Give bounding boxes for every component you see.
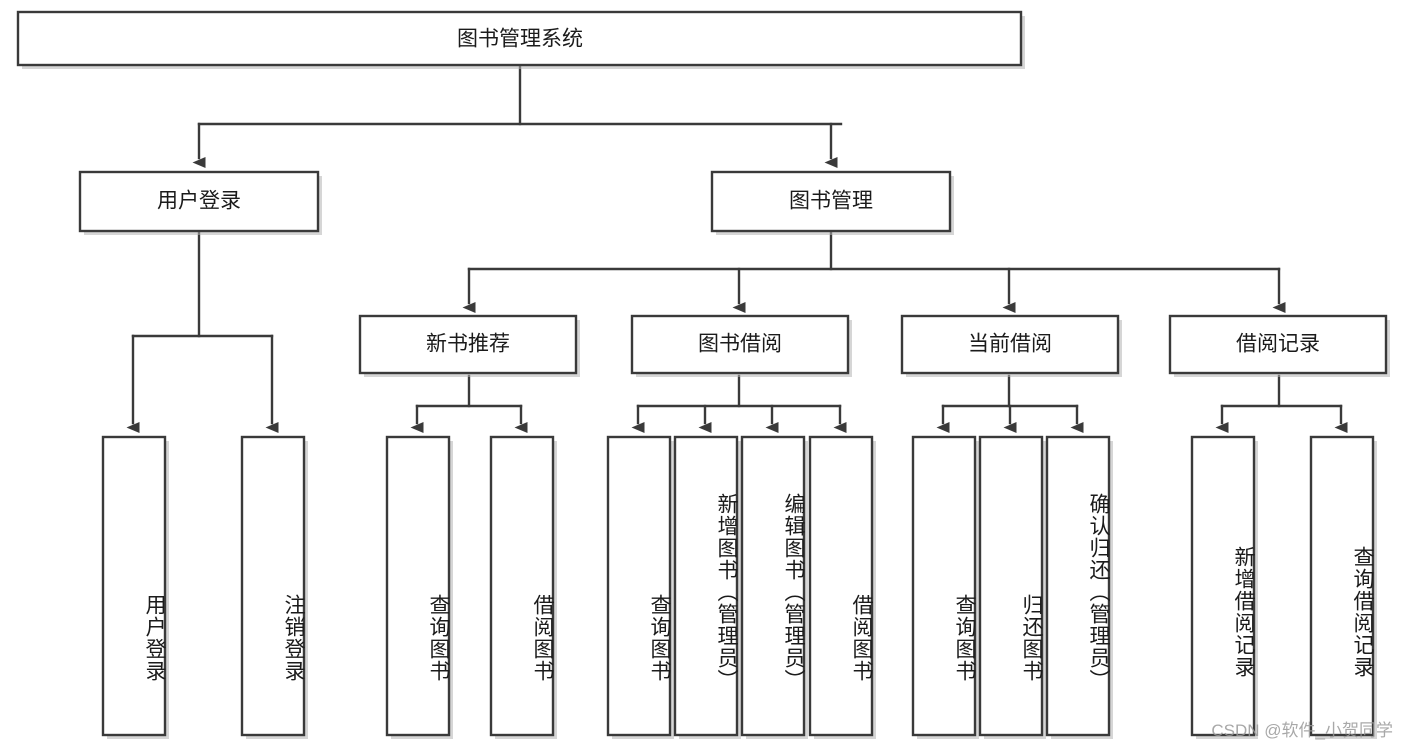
node-book-manage-label: 图书管理 xyxy=(789,190,873,213)
node-user-login[interactable] xyxy=(78,170,320,233)
node-layer: 图书管理系统 用户登录 图书管理 新书推荐 图书借阅 当前借阅 借阅记录 xyxy=(16,10,1390,739)
node-current-borrow[interactable] xyxy=(900,314,1120,375)
node-borrow-record[interactable] xyxy=(1168,314,1388,375)
node-new-book-recommend-label: 新书推荐 xyxy=(426,333,510,356)
node-leaf-edit-book[interactable] xyxy=(740,435,806,737)
node-leaf-query-record[interactable] xyxy=(1309,435,1375,737)
node-leaf-query-book-2[interactable] xyxy=(606,435,672,737)
node-leaf-user-logout[interactable] xyxy=(240,435,306,737)
node-root-label: 图书管理系统 xyxy=(457,28,583,51)
node-current-borrow-label: 当前借阅 xyxy=(968,333,1052,356)
node-leaf-query-book-3[interactable] xyxy=(911,435,977,737)
node-borrow-record-label: 借阅记录 xyxy=(1236,333,1320,356)
node-book-borrow[interactable] xyxy=(630,314,850,375)
node-leaf-borrow-book-2[interactable] xyxy=(808,435,874,737)
node-leaf-return-book[interactable] xyxy=(978,435,1044,737)
node-leaf-add-record[interactable] xyxy=(1190,435,1256,737)
node-leaf-add-book[interactable] xyxy=(673,435,739,737)
node-leaf-borrow-book-1[interactable] xyxy=(489,435,555,737)
node-book-borrow-label: 图书借阅 xyxy=(698,333,782,356)
node-leaf-user-login[interactable] xyxy=(101,435,167,737)
connector-layer xyxy=(126,64,1348,433)
node-leaf-confirm-return[interactable] xyxy=(1045,435,1111,737)
node-new-book-recommend[interactable] xyxy=(358,314,578,375)
node-book-manage[interactable] xyxy=(710,170,952,233)
node-user-login-label: 用户登录 xyxy=(157,190,241,213)
node-root[interactable] xyxy=(16,10,1023,67)
node-leaf-query-book-1[interactable] xyxy=(385,435,451,737)
